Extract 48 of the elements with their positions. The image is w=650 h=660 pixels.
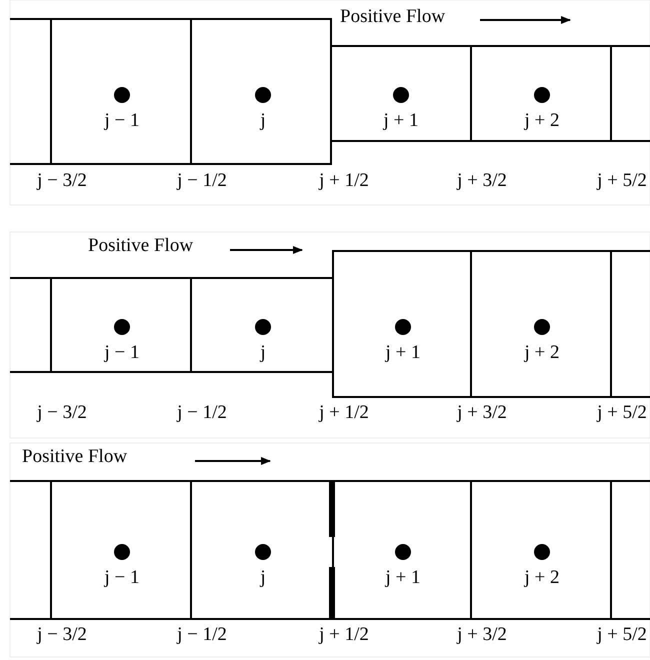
- interface-label: j + 5/2: [597, 170, 647, 192]
- interface-label: j + 5/2: [597, 402, 647, 424]
- cell-label: j: [260, 342, 266, 364]
- partial-grid-cell: [10, 480, 50, 620]
- grid-cell: [332, 250, 470, 398]
- grid-cell: [50, 18, 190, 165]
- interface-label: j + 1/2: [319, 170, 369, 192]
- interface-label: j − 1/2: [177, 402, 227, 424]
- grid-cell: [190, 18, 332, 165]
- flow-direction-label: Positive Flow: [88, 235, 194, 257]
- interface-label: j + 1/2: [319, 402, 369, 424]
- partial-grid-cell: [610, 45, 650, 142]
- partial-grid-cell: [610, 480, 650, 620]
- grid-cell: [470, 45, 610, 142]
- interface-label: j + 5/2: [597, 624, 647, 646]
- partial-grid-cell: [10, 18, 50, 165]
- interface-label: j + 1/2: [319, 624, 369, 646]
- cell-label: j − 1: [104, 342, 140, 364]
- flow-direction-label: Positive Flow: [340, 6, 446, 28]
- grid-cell: [332, 45, 470, 142]
- cell-label: j − 1: [104, 567, 140, 589]
- cell-label: j + 2: [524, 567, 560, 589]
- grid-cell: [470, 250, 610, 398]
- partial-grid-cell: [610, 250, 650, 398]
- interface-label: j + 3/2: [457, 624, 507, 646]
- cell-label: j − 1: [104, 110, 140, 132]
- cell-label: j: [260, 110, 266, 132]
- interface-label: j + 3/2: [457, 170, 507, 192]
- grid-cell: [190, 480, 332, 620]
- interface-label: j − 3/2: [37, 170, 87, 192]
- interface-label: j − 1/2: [177, 624, 227, 646]
- cell-label: j: [260, 567, 266, 589]
- grid-cell: [332, 480, 470, 620]
- interface-label: j − 3/2: [37, 624, 87, 646]
- flow-direction-label: Positive Flow: [22, 446, 128, 468]
- cell-label: j + 1: [386, 567, 420, 589]
- grid-cell: [470, 480, 610, 620]
- interface-label: j − 3/2: [37, 402, 87, 424]
- interface-label: j + 3/2: [457, 402, 507, 424]
- grid-cell: [190, 277, 332, 373]
- cell-label: j + 1: [386, 342, 420, 364]
- cell-label: j + 2: [524, 110, 560, 132]
- grid-cell: [50, 480, 190, 620]
- grid-cell: [50, 277, 190, 373]
- interface-label: j − 1/2: [177, 170, 227, 192]
- cell-label: j + 2: [524, 342, 560, 364]
- cell-label: j + 1: [384, 110, 418, 132]
- partial-grid-cell: [10, 277, 50, 373]
